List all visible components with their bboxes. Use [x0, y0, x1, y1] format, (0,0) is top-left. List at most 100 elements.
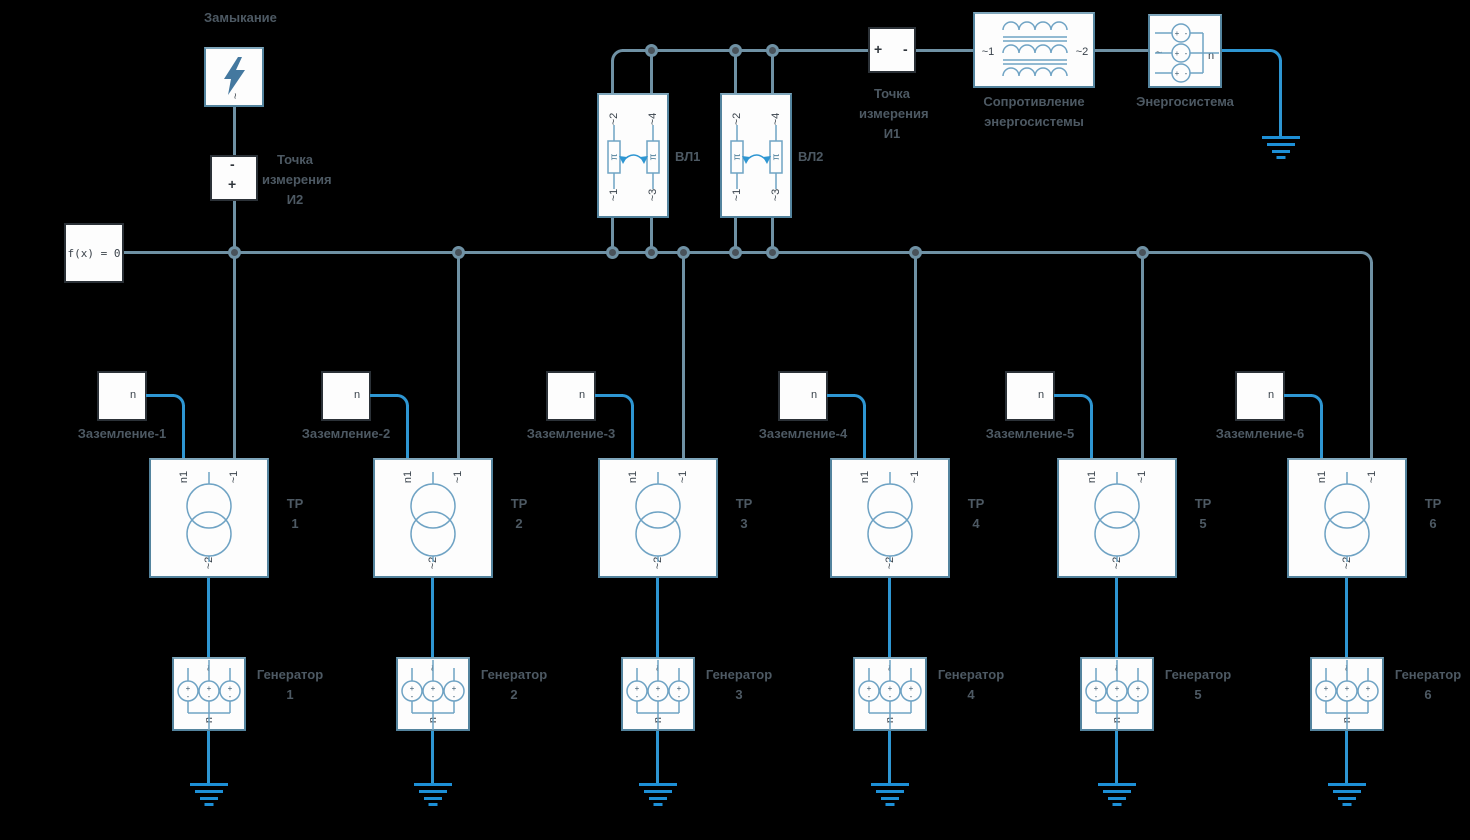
wire-grid-to-ground — [1279, 60, 1282, 136]
mp1-label-line3: И1 — [883, 126, 901, 141]
tr-label-line1: ТР — [1194, 496, 1212, 511]
wire-bus-to-tr4 — [914, 254, 917, 458]
junction-dot — [645, 44, 658, 57]
wire-mp1-to-impedance — [916, 49, 973, 52]
vl2-port-2: ~2 — [731, 112, 743, 126]
tr-label: ТР 4 — [954, 494, 998, 534]
wire-mp2-to-tr1 — [233, 199, 236, 458]
tr-label: ТР 3 — [722, 494, 766, 534]
wire-ground-to-tr — [182, 405, 185, 458]
impedance-label: Сопротивление энергосистемы — [959, 92, 1109, 132]
wire-vl2-p1 — [734, 218, 737, 251]
pi-glyph: π — [771, 153, 782, 160]
wire-ground-to-tr — [370, 394, 398, 397]
minus-glyph: - — [229, 692, 232, 701]
plus-glyph: + — [228, 684, 233, 693]
wire-ground-to-tr — [631, 405, 634, 458]
wire-ground-to-tr — [1090, 405, 1093, 458]
minus-glyph: - — [1095, 692, 1098, 701]
grounding-block[interactable] — [546, 371, 596, 421]
fault-port-label: ~ — [230, 92, 242, 100]
vl1-port-1: ~1 — [608, 188, 620, 202]
gen-label-line2: 6 — [1424, 687, 1432, 702]
vl2-label: ВЛ2 — [798, 149, 824, 164]
grounding-port-n: n — [578, 389, 586, 401]
grid-block[interactable]: ~ n + - + - + - — [1148, 14, 1222, 88]
transformer-icon — [867, 472, 913, 562]
transformer-icon — [1324, 472, 1370, 562]
grounding-block[interactable] — [97, 371, 147, 421]
tr-label: ТР 5 — [1181, 494, 1225, 534]
mp2-label-line2: измерения — [262, 172, 332, 187]
minus-glyph: - — [453, 692, 456, 701]
tr-label-line1: ТР — [510, 496, 528, 511]
vl1-label: ВЛ1 — [675, 149, 701, 164]
generator-source-icon: + - + - + - — [626, 660, 690, 730]
plus-glyph: + — [867, 684, 872, 693]
mp2-label: Точка измерения И2 — [262, 150, 332, 210]
wire-tr-to-gen — [656, 578, 659, 657]
wire-grid-out — [1222, 49, 1270, 52]
gen-label-line2: 3 — [735, 687, 743, 702]
grounding-block[interactable] — [321, 371, 371, 421]
solver-block[interactable]: f(x) = 0 — [64, 223, 124, 283]
plus-glyph: + — [186, 684, 191, 693]
impedance-port-1: ~1 — [981, 46, 995, 58]
tr-label-line2: 5 — [1199, 516, 1207, 531]
wire-bus-to-tr6 — [1370, 262, 1373, 458]
wire-vl1-p3 — [650, 218, 653, 251]
vl1-port-4: ~4 — [647, 112, 659, 126]
minus-glyph: - — [1185, 49, 1188, 58]
vl2-block[interactable]: π π ~2 ~4 ~1 ~3 — [720, 93, 792, 218]
wire-tr-to-gen — [888, 578, 891, 657]
junction-dot — [909, 246, 922, 259]
wire-gen-to-ground — [888, 731, 891, 783]
transformer-icon — [186, 472, 232, 562]
plus-glyph: + — [431, 684, 436, 693]
impedance-label-line2: энергосистемы — [984, 114, 1084, 129]
plus-glyph: + — [1136, 684, 1141, 693]
plus-glyph: + — [1366, 684, 1371, 693]
wire-vl1-p4 — [650, 51, 653, 93]
junction-dot — [766, 44, 779, 57]
impedance-port-2: ~2 — [1075, 46, 1089, 58]
minus-glyph: - — [411, 692, 414, 701]
grounding-block[interactable] — [1005, 371, 1055, 421]
wire-fault-to-mp2 — [233, 106, 236, 156]
wire-ground-to-tr — [863, 405, 866, 458]
impedance-label-line1: Сопротивление — [983, 94, 1085, 109]
plus-glyph: + — [452, 684, 457, 693]
mp1-block[interactable] — [868, 27, 916, 73]
grounding-label: Заземление-5 — [985, 426, 1075, 441]
minus-glyph: - — [1367, 692, 1370, 701]
wire-corner — [1311, 394, 1323, 406]
impedance-block[interactable]: ~1 ~2 — [973, 12, 1095, 88]
minus-glyph: - — [636, 692, 639, 701]
junction-dot — [645, 246, 658, 259]
grounding-label: Заземление-6 — [1215, 426, 1305, 441]
wire-ground-to-tr — [595, 394, 623, 397]
grounding-block[interactable] — [1235, 371, 1285, 421]
vl1-block[interactable]: π π ~2 ~4 ~1 ~3 — [597, 93, 669, 218]
tr-label-line2: 1 — [291, 516, 299, 531]
ground-symbol — [871, 783, 909, 807]
topbus-corner-left — [611, 49, 623, 61]
wire-tr-to-gen — [431, 578, 434, 657]
junction-dot — [766, 246, 779, 259]
mp2-block[interactable] — [210, 155, 258, 201]
pi-section-icon: π π — [607, 125, 660, 189]
wire-corner — [854, 394, 866, 406]
wire-vl2-p2 — [734, 51, 737, 93]
minus-glyph: - — [1185, 29, 1188, 38]
junction-dot — [1136, 246, 1149, 259]
mp1-minus: - — [903, 41, 908, 57]
wire-vl1-p2 — [611, 60, 614, 93]
ground-symbol-grid — [1262, 136, 1300, 160]
tr-label-line1: ТР — [967, 496, 985, 511]
ground-symbol — [190, 783, 228, 807]
junction-dot — [729, 44, 742, 57]
minus-glyph: - — [868, 692, 871, 701]
gen-label-line2: 2 — [510, 687, 518, 702]
minus-glyph: - — [889, 692, 892, 701]
